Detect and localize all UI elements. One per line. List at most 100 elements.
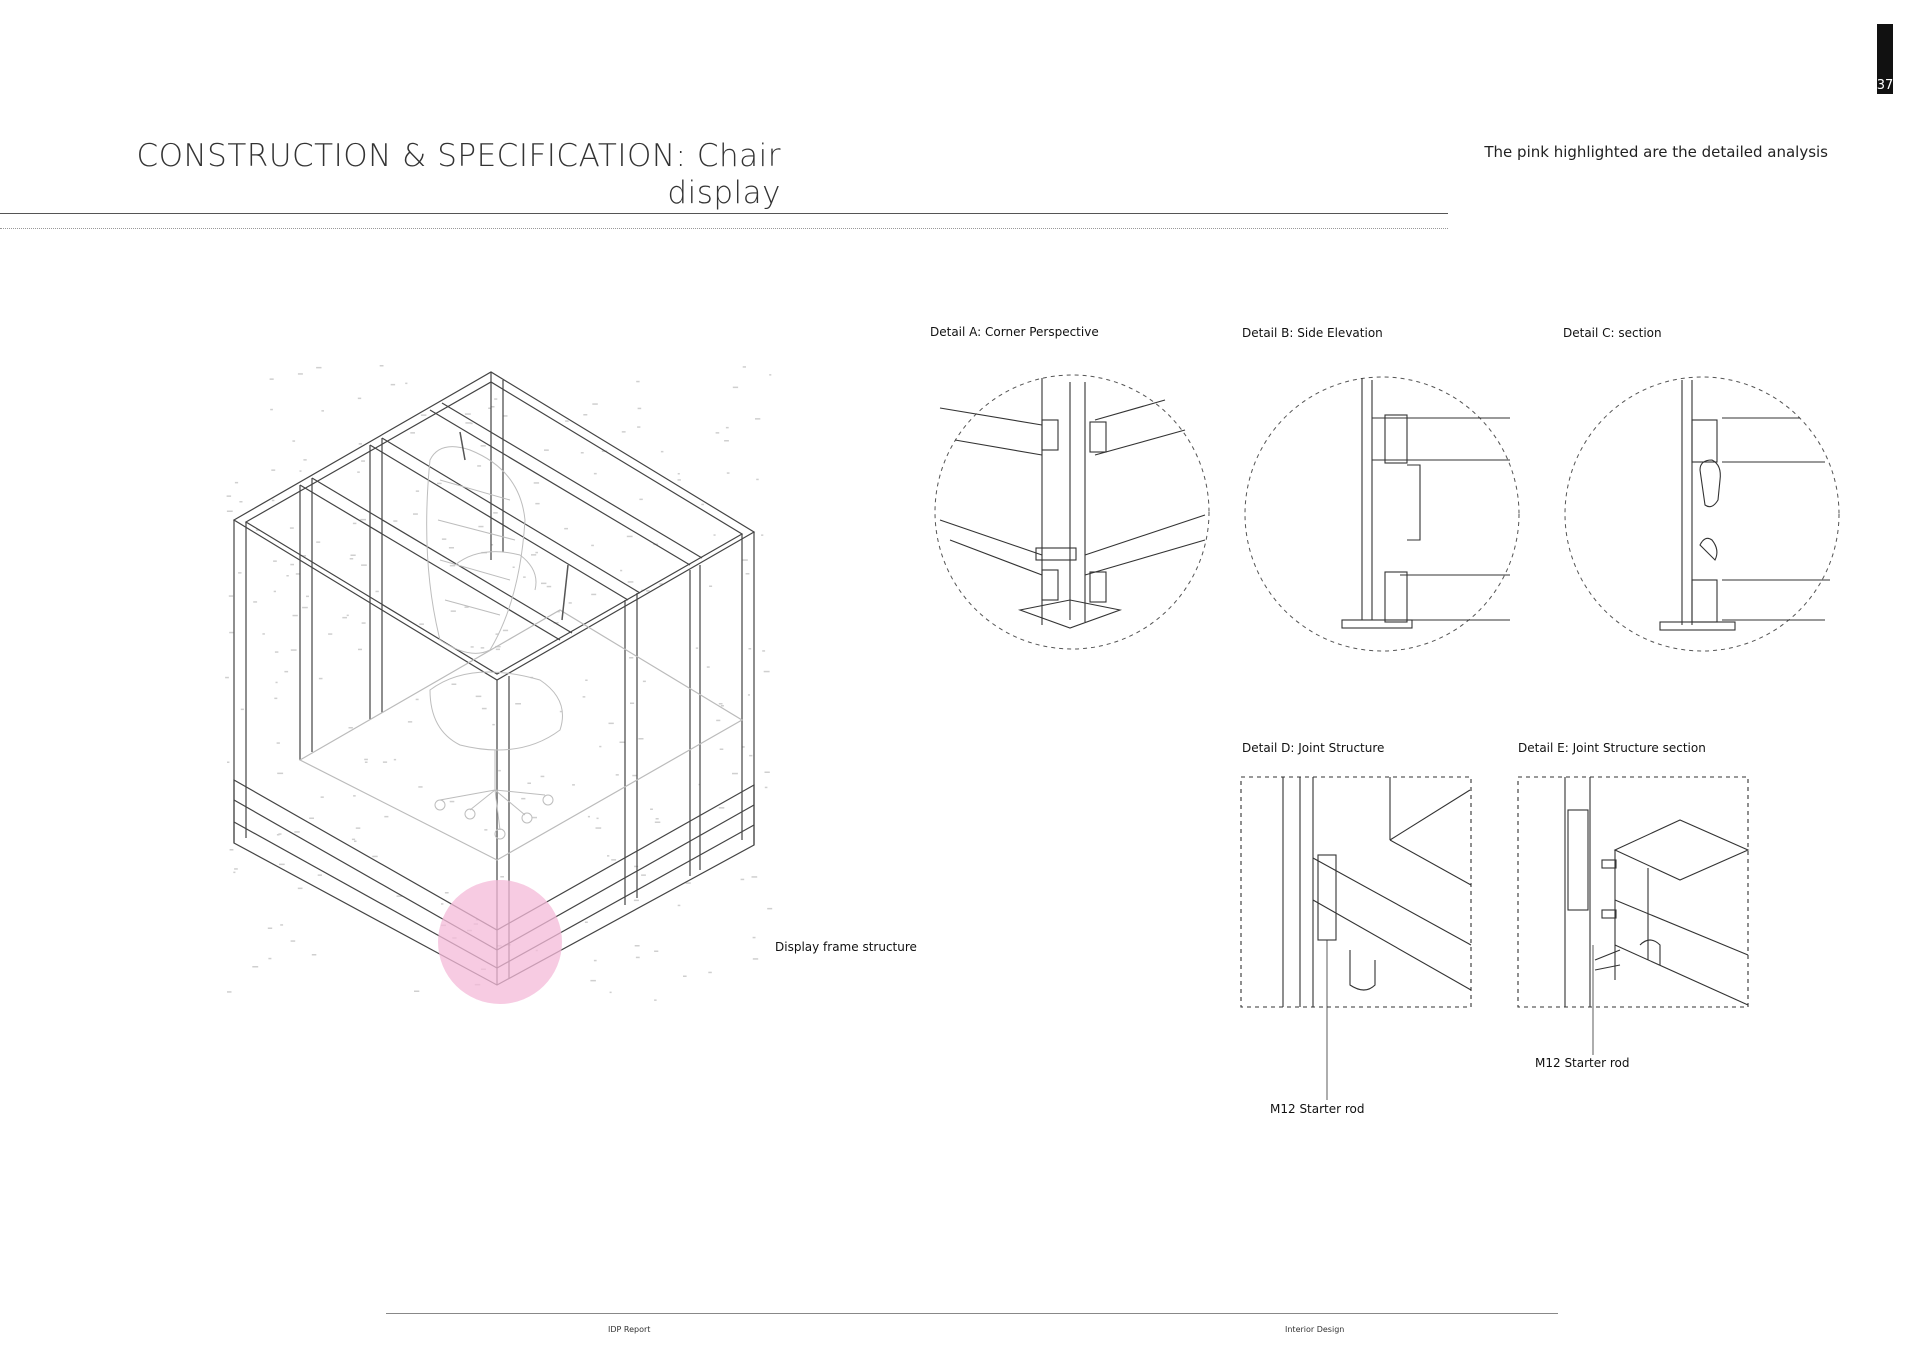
highlight-circle — [438, 880, 562, 1004]
speckle-mark — [701, 503, 704, 506]
speckle-mark — [515, 703, 521, 705]
speckle-mark — [527, 782, 531, 784]
speckle-mark — [627, 581, 634, 583]
speckle-mark — [352, 522, 357, 525]
speckle-mark — [410, 432, 415, 434]
speckle-mark — [683, 975, 687, 977]
speckle-mark — [491, 406, 495, 408]
speckle-mark — [318, 677, 323, 680]
speckle-mark — [546, 585, 552, 588]
speckle-mark — [311, 954, 317, 956]
speckle-mark — [654, 950, 659, 952]
speckle-mark — [745, 573, 750, 575]
speckle-mark — [500, 876, 504, 878]
speckle-mark — [346, 614, 349, 617]
speckle-mark — [302, 606, 308, 609]
speckle-mark — [764, 786, 768, 789]
speckle-mark — [495, 645, 501, 648]
speckle-mark — [294, 831, 300, 833]
speckle-mark — [532, 816, 537, 819]
speckle-mark — [351, 838, 356, 841]
speckle-mark — [763, 670, 770, 673]
speckle-mark — [492, 723, 495, 726]
speckle-mark — [441, 538, 447, 540]
speckle-mark — [609, 991, 612, 994]
speckle-mark — [761, 534, 764, 536]
speckle-mark — [396, 895, 403, 897]
speckle-mark — [321, 410, 324, 412]
speckle-mark — [585, 679, 588, 681]
speckle-mark — [748, 648, 752, 650]
speckle-mark — [418, 786, 423, 788]
speckle-mark — [495, 648, 500, 651]
speckle-mark — [583, 414, 588, 416]
speckle-mark — [621, 431, 626, 433]
speckle-mark — [269, 378, 274, 380]
speckle-mark — [637, 426, 641, 428]
footer-rule — [386, 1313, 1558, 1314]
detail-d-title: Detail D: Joint Structure — [1242, 741, 1385, 755]
speckle-mark — [306, 595, 309, 598]
detail-d-drawing — [1240, 776, 1472, 1100]
speckle-mark — [289, 527, 294, 529]
speckle-mark — [599, 745, 602, 748]
speckle-mark — [593, 959, 597, 962]
speckle-mark — [372, 855, 378, 858]
speckle-mark — [229, 631, 234, 634]
page-title-line1: CONSTRUCTION & SPECIFICATION: Chair — [136, 138, 781, 174]
speckle-mark — [584, 921, 588, 923]
speckle-mark — [226, 495, 232, 497]
floor-speckle — [225, 365, 773, 1001]
speckle-mark — [290, 940, 296, 942]
speckle-mark — [742, 746, 745, 748]
speckle-mark — [481, 707, 487, 710]
speckle-mark — [450, 610, 456, 612]
speckle-mark — [630, 702, 635, 704]
speckle-mark — [503, 415, 508, 417]
speckle-mark — [626, 535, 633, 538]
speckle-mark — [228, 595, 234, 597]
speckle-mark — [633, 899, 639, 902]
speckle-mark — [348, 727, 353, 729]
speckle-mark — [233, 871, 236, 874]
speckle-mark — [709, 585, 713, 587]
speckle-mark — [414, 990, 420, 992]
speckle-mark — [654, 999, 657, 1001]
speckle-mark — [437, 482, 442, 485]
speckle-mark — [464, 606, 469, 608]
speckle-mark — [361, 622, 366, 624]
speckle-mark — [284, 670, 289, 673]
page-title: CONSTRUCTION & SPECIFICATION: Chair disp… — [46, 138, 781, 212]
speckle-mark — [375, 590, 379, 593]
speckle-mark — [478, 525, 484, 528]
footer-right: Interior Design — [1285, 1325, 1345, 1334]
speckle-mark — [280, 924, 284, 926]
speckle-mark — [706, 666, 710, 668]
footer-left: IDP Report — [608, 1325, 651, 1334]
speckle-mark — [495, 633, 499, 635]
speckle-mark — [637, 407, 642, 410]
speckle-mark — [540, 775, 545, 778]
speckle-mark — [271, 469, 276, 471]
speckle-mark — [350, 554, 356, 556]
page-title-line2: display — [667, 175, 781, 211]
speckle-mark — [358, 443, 362, 445]
speckle-mark — [726, 472, 730, 474]
speckle-mark — [762, 650, 766, 652]
speckle-mark — [420, 414, 427, 416]
speckle-mark — [490, 544, 494, 546]
detail-e-drawing — [1517, 776, 1750, 1055]
speckle-mark — [595, 827, 602, 829]
speckle-mark — [290, 649, 297, 651]
speckle-mark — [708, 971, 712, 974]
speckle-mark — [498, 769, 501, 772]
speckle-mark — [275, 681, 278, 684]
speckle-mark — [449, 800, 455, 803]
speckle-mark — [292, 614, 298, 617]
speckle-mark — [480, 445, 486, 447]
speckle-mark — [634, 945, 640, 947]
speckle-mark — [271, 499, 275, 502]
speckle-mark — [639, 498, 643, 501]
detail-circles — [934, 374, 1840, 652]
speckle-mark — [494, 398, 498, 400]
